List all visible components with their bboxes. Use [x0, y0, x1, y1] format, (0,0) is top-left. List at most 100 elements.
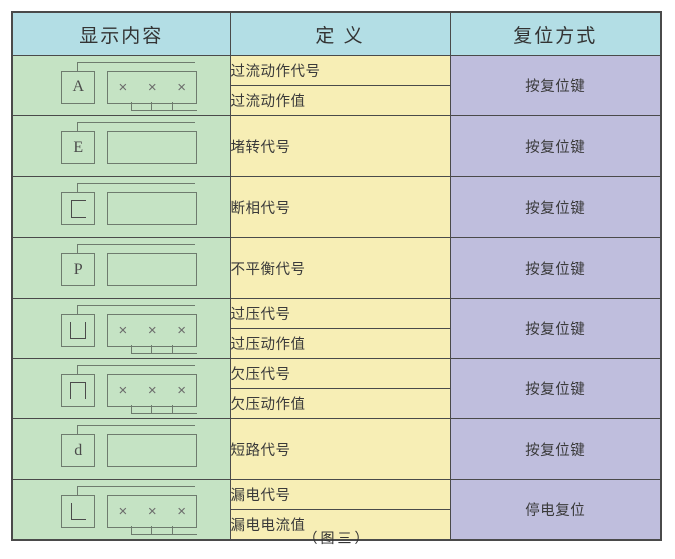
lead-line-drop	[77, 425, 79, 434]
cell-definition: 断相代号	[229, 176, 451, 238]
lead-line-top	[77, 183, 196, 184]
cell-definition: 漏电代号	[229, 479, 451, 510]
digit-placeholder: ×	[118, 78, 128, 96]
header-definition: 定 义	[229, 11, 451, 56]
header-reset-method: 复位方式	[449, 11, 662, 56]
lead-line-drop	[77, 364, 79, 374]
lead-line-bottom-rise	[151, 344, 153, 354]
cell-reset-method: 按复位键	[449, 55, 662, 116]
segment-glyph-c	[70, 199, 86, 218]
display-symbol: × × ×	[41, 484, 201, 536]
segment-glyph-u	[70, 321, 87, 339]
digit-placeholder: ×	[118, 381, 128, 399]
code-letter-box: A	[61, 70, 96, 104]
table-header: 显示内容 定 义 复位方式	[11, 11, 662, 56]
table-row: 断相代号按复位键	[11, 176, 662, 238]
digit-field: ×××	[107, 313, 198, 347]
lead-line-bottom-rise	[151, 525, 153, 535]
cell-definition: 欠压代号	[229, 358, 451, 389]
lead-line-drop	[77, 304, 79, 314]
digit-placeholder: ×	[177, 502, 186, 520]
table-row: × × × 漏电代号停电复位	[11, 479, 662, 541]
digit-field: × × ×	[107, 373, 198, 407]
digit-field-empty	[107, 192, 198, 225]
code-letter-box: E	[61, 131, 96, 164]
cell-display-content: A × × ×	[11, 55, 231, 116]
display-symbol: A × × ×	[41, 60, 201, 112]
display-symbol	[41, 181, 201, 233]
figure-caption: （图三）	[303, 530, 372, 546]
digit-placeholder: ×	[177, 321, 186, 339]
cell-reset-method: 按复位键	[449, 418, 662, 480]
cell-definition: 短路代号	[229, 418, 451, 480]
code-letter-box	[61, 373, 96, 407]
lead-line-top	[77, 364, 196, 366]
lead-line-top	[77, 304, 196, 306]
digit-placeholder: ×	[177, 78, 186, 96]
digit-placeholder: ×	[118, 502, 128, 520]
digit-placeholder: ×	[147, 502, 157, 520]
table-row: A × × × 过流动作代号按复位键	[11, 55, 662, 116]
cell-display-content	[11, 176, 231, 238]
display-symbol: P	[41, 242, 201, 294]
cell-display-content: ×××	[11, 298, 231, 359]
lead-line-bottom-rise	[151, 404, 153, 414]
lead-line-drop	[77, 183, 79, 192]
cell-definition: 欠压动作值	[229, 388, 451, 419]
digit-placeholder: ×	[177, 381, 186, 399]
digit-field: × × ×	[107, 70, 198, 104]
lead-line-drop	[77, 122, 79, 131]
code-letter-box	[61, 313, 96, 347]
cell-display-content: × × ×	[11, 479, 231, 541]
lead-line-bottom	[151, 412, 198, 414]
digit-placeholder: ×	[147, 381, 157, 399]
code-letter-box	[61, 494, 96, 528]
digit-field-empty	[107, 131, 198, 164]
cell-definition: 过流动作值	[229, 85, 451, 116]
table-row: × × × 欠压代号按复位键	[11, 358, 662, 419]
cell-definition: 过压代号	[229, 298, 451, 329]
cell-definition: 过流动作代号	[229, 55, 451, 86]
table-row: P 不平衡代号按复位键	[11, 237, 662, 299]
digit-field: × × ×	[107, 494, 198, 528]
header-row: 显示内容 定 义 复位方式	[11, 11, 662, 56]
cell-reset-method: 按复位键	[449, 237, 662, 299]
cell-display-content: E	[11, 115, 231, 177]
display-symbol: ×××	[41, 303, 201, 355]
cell-reset-method: 按复位键	[449, 115, 662, 177]
cell-definition: 漏电电流值	[229, 509, 451, 541]
cell-definition: 不平衡代号	[229, 237, 451, 299]
header-display-content: 显示内容	[11, 11, 231, 56]
cell-reset-method: 按复位键	[449, 358, 662, 419]
cell-display-content: d	[11, 418, 231, 480]
lead-line-drop	[77, 485, 79, 495]
lead-line-drop	[77, 244, 79, 253]
lead-line-top	[77, 61, 196, 63]
code-letter-box	[61, 192, 96, 225]
lead-line-top	[77, 122, 196, 123]
lead-line-top	[77, 244, 196, 245]
digit-field-empty	[107, 253, 198, 286]
table-row-continuation: 漏电电流值	[12, 509, 661, 541]
segment-glyph-n	[70, 381, 87, 399]
cell-reset-method: 按复位键	[449, 298, 662, 359]
display-symbol: E	[41, 120, 201, 172]
lead-line-drop	[77, 61, 79, 71]
cell-display-content: P	[11, 237, 231, 299]
lead-line-top	[77, 425, 196, 426]
digit-placeholder: ×	[147, 78, 157, 96]
cell-reset-method: 停电复位	[449, 479, 662, 541]
lead-line-top	[77, 485, 196, 487]
cell-definition: 堵转代号	[229, 115, 451, 177]
segment-glyph-l	[70, 502, 86, 520]
table-row: E 堵转代号按复位键	[11, 115, 662, 177]
digit-placeholder: ×	[147, 321, 157, 339]
digit-field-empty	[107, 434, 198, 467]
table-row-continuation: 过压动作值	[12, 328, 661, 359]
display-symbol: × × ×	[41, 363, 201, 415]
cell-display-content: × × ×	[11, 358, 231, 419]
